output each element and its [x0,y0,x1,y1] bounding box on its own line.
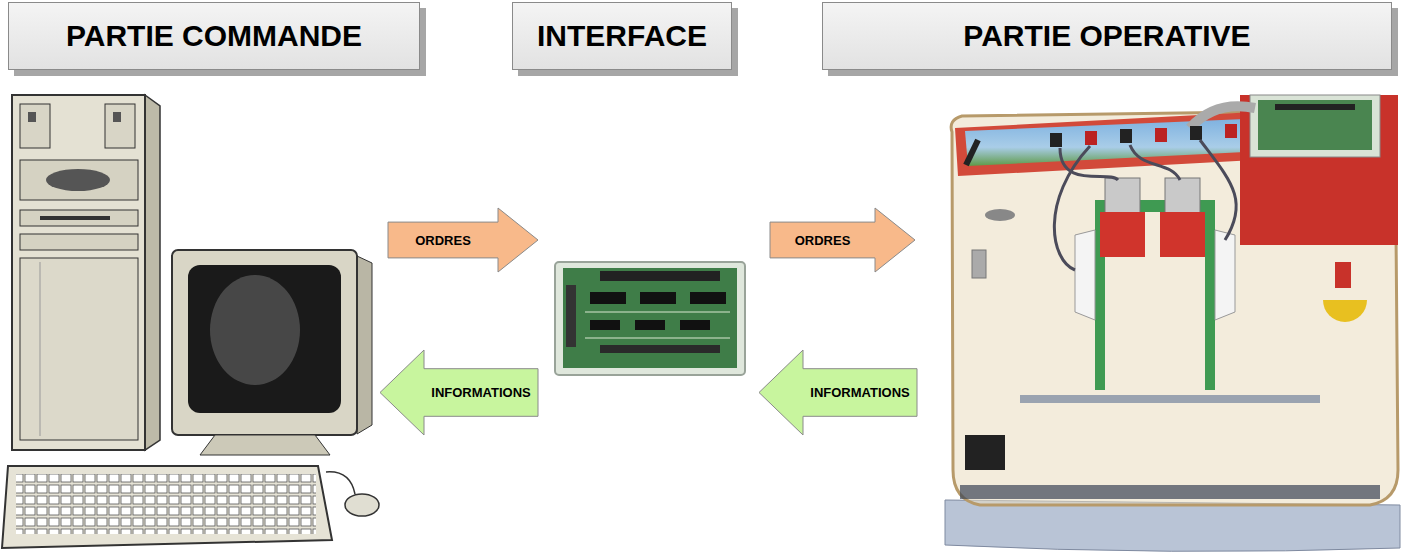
section-header: INTERFACE [512,2,732,70]
arrow-shaft: ORDRES [388,208,498,272]
interface-board [555,262,745,375]
header-text: PARTIE COMMANDE [66,19,362,53]
arrow-label: INFORMATIONS [431,385,530,400]
arrow-label: ORDRES [795,233,851,248]
header-text: PARTIE OPERATIVE [963,19,1250,53]
flow-arrow: ORDRES [770,208,915,272]
section-header: PARTIE COMMANDE [8,2,420,70]
machine-photo [945,95,1400,551]
arrow-shaft: INFORMATIONS [803,350,917,435]
flow-arrow: ORDRES [388,208,538,272]
arrow-label: INFORMATIONS [810,385,909,400]
section-header: PARTIE OPERATIVE [822,2,1392,70]
arrow-shaft: ORDRES [770,208,875,272]
keyboard-and-mouse [2,466,379,548]
flow-arrow: INFORMATIONS [759,350,917,435]
computer-monitor [172,250,372,455]
flow-arrow: INFORMATIONS [380,350,538,435]
arrow-shaft: INFORMATIONS [424,350,538,435]
arrow-label: ORDRES [415,233,471,248]
computer-tower [12,95,160,450]
header-text: INTERFACE [537,19,707,53]
